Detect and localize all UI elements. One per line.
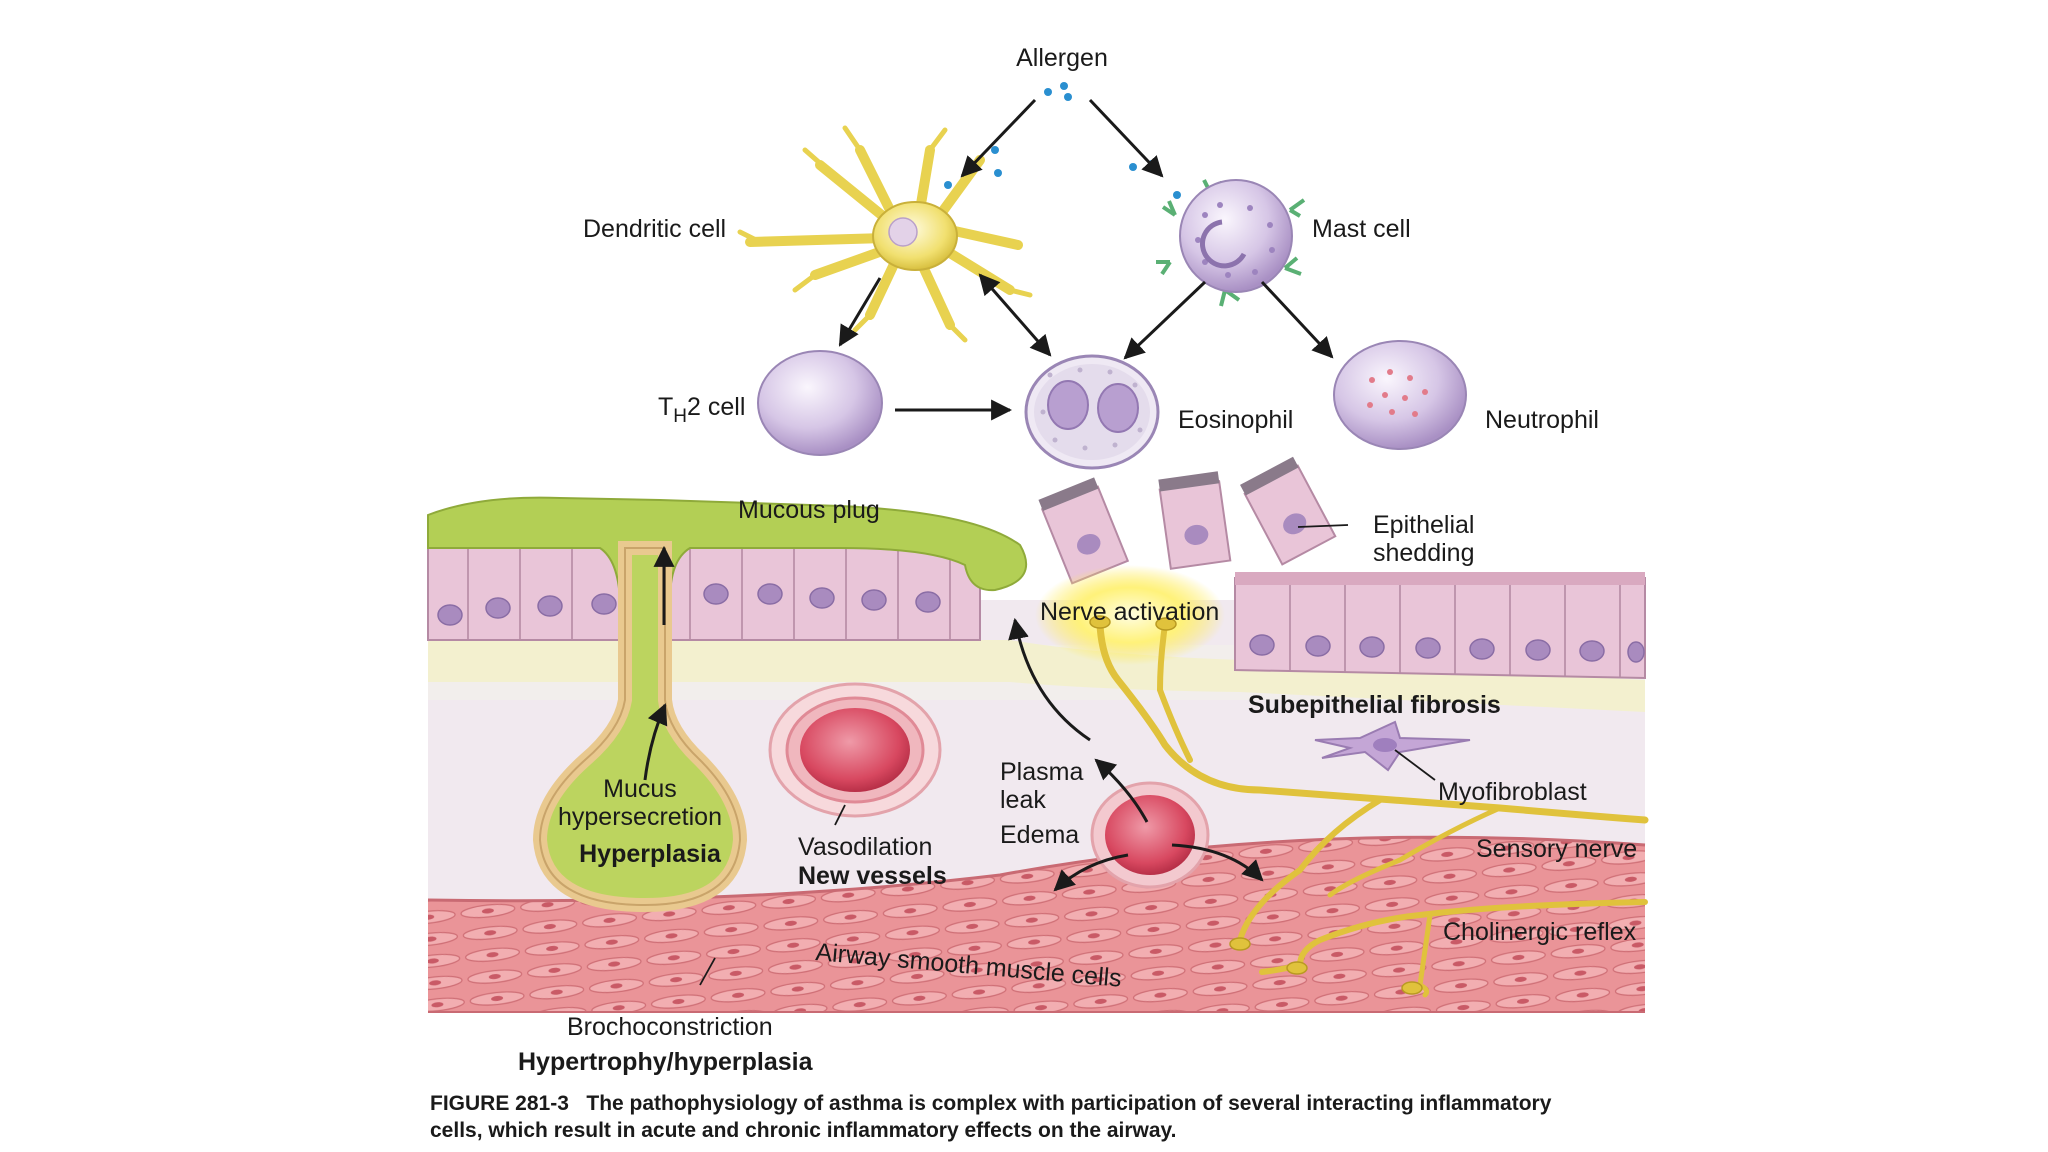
dendritic-cell <box>737 125 1033 343</box>
figure-caption-line-2: cells, which result in acute and chronic… <box>430 1119 1176 1142</box>
label-brochoconstriction: Brochoconstriction <box>567 1013 773 1041</box>
nerve-endings <box>1089 615 1423 995</box>
label-allergen: Allergen <box>1016 44 1108 72</box>
epithelium-left <box>427 547 981 641</box>
label-th2-cell: TH2 cell <box>658 393 745 427</box>
nerve-activation-glow <box>1035 565 1225 665</box>
label-subepithelial-fibrosis: Subepithelial fibrosis <box>1248 691 1501 719</box>
label-cholinergic-reflex: Cholinergic reflex <box>1443 918 1637 946</box>
eosinophil <box>1024 354 1160 470</box>
neutrophil <box>1333 340 1467 450</box>
label-dendritic-cell: Dendritic cell <box>583 215 726 243</box>
label-mucous-plug: Mucous plug <box>738 496 880 524</box>
label-epithelial-shedding-1: Epithelial <box>1373 511 1474 539</box>
epithelium-right <box>1234 572 1646 680</box>
label-mucus: Mucus <box>603 775 677 803</box>
myofibroblast <box>1314 720 1471 772</box>
label-leak: leak <box>1000 786 1046 814</box>
th2-cell <box>757 350 883 456</box>
vasodilation-vessel <box>768 682 942 818</box>
label-mast-cell: Mast cell <box>1312 215 1411 243</box>
cell-arrows <box>838 98 1334 421</box>
allergen-particles <box>944 82 1181 199</box>
label-nerve-activation: Nerve activation <box>1040 598 1219 626</box>
mast-cell <box>1156 179 1306 307</box>
tissue-arrows <box>643 545 1264 892</box>
label-neutrophil: Neutrophil <box>1485 406 1599 434</box>
figure-caption-line-1: FIGURE 281-3 The pathophysiology of asth… <box>430 1092 1552 1115</box>
label-vasodilation: Vasodilation <box>798 833 932 861</box>
label-eosinophil: Eosinophil <box>1178 406 1293 434</box>
leader-lines <box>699 524 1436 986</box>
shed-epithelial-cells <box>1038 456 1337 585</box>
label-hypertrophy-hyperplasia: Hypertrophy/hyperplasia <box>518 1048 814 1076</box>
label-edema: Edema <box>1000 821 1079 849</box>
label-new-vessels: New vessels <box>798 862 947 890</box>
label-hyperplasia: Hyperplasia <box>579 840 722 868</box>
label-epithelial-shedding-2: shedding <box>1373 539 1474 567</box>
label-sensory-nerve: Sensory nerve <box>1476 835 1637 863</box>
label-myofibroblast: Myofibroblast <box>1438 778 1587 806</box>
label-plasma: Plasma <box>1000 758 1083 786</box>
mucous-gland <box>532 541 748 913</box>
edema-vessel <box>1090 781 1210 889</box>
label-hypersecretion: hypersecretion <box>558 803 722 831</box>
